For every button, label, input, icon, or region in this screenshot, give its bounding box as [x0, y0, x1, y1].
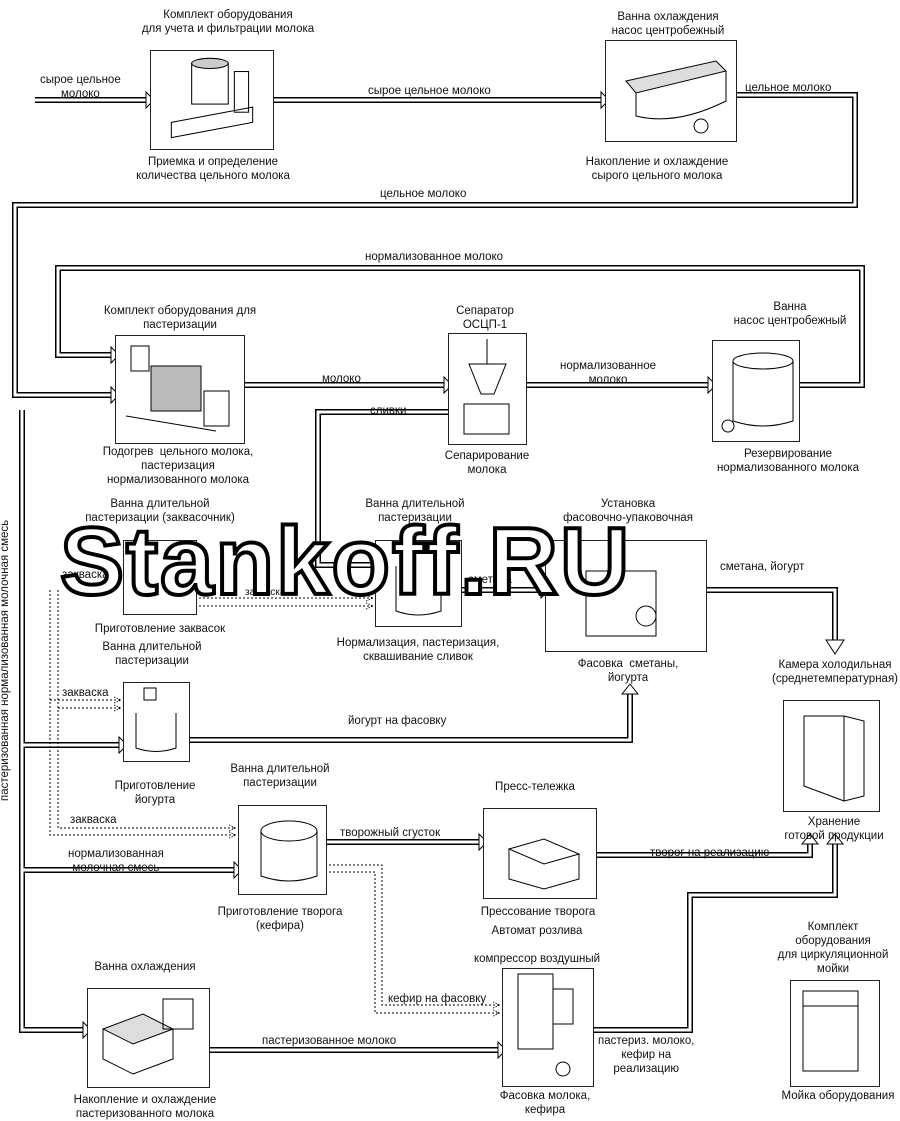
station-caption: Резервирование нормализованного молока: [716, 448, 860, 474]
flow-label: пастеризованное молоко: [262, 1035, 397, 1047]
starter-bath-image: [123, 540, 197, 615]
press-cart-image: [483, 808, 597, 899]
flow-label: кефир на фасовку: [388, 993, 487, 1005]
flow-label: йогурт на фасовку: [348, 715, 447, 727]
station-title: Установка фасовочно-упаковочная: [563, 498, 693, 524]
filling-machine-image: [502, 968, 594, 1087]
station-title: Комплект оборудования для пастеризации: [103, 305, 257, 331]
flow-label: закваска: [70, 814, 117, 826]
flow-label: нормализованное молоко: [560, 360, 656, 386]
station-caption: Приготовление йогурта: [114, 780, 196, 806]
cold-storage-image: [783, 700, 880, 812]
flow-label: закваска: [62, 687, 109, 699]
station-title: Ванна насос центробежный: [733, 301, 847, 327]
flow-label: закваска: [62, 569, 109, 581]
flow-label: нормализованное молоко: [365, 251, 504, 263]
separator-image: [448, 333, 527, 445]
flow-label: сырое цельное молоко: [368, 85, 491, 97]
station-caption: Подогрев цельного молока, пастеризация н…: [102, 446, 254, 486]
station-caption: Фасовка сметаны, йогурта: [577, 658, 679, 684]
flow-label: молоко: [322, 373, 361, 385]
station-title: Комплект оборудования для циркуляционной…: [777, 921, 889, 975]
flow-label: творожный сгусток: [340, 827, 441, 839]
flow-label: пастериз. молоко, кефир на реализацию: [598, 1035, 695, 1075]
watermark-logo: Stankoff.RU: [58, 508, 632, 615]
reserve-bath-image: [712, 340, 800, 442]
station-title: Ванна охлаждения насос центробежный: [611, 11, 725, 37]
station-caption: Приготовление заквасок: [94, 623, 226, 635]
station-caption: Накопление и охлаждение пастеризованного…: [73, 1094, 217, 1120]
milk-intake-equipment-image: [150, 50, 274, 150]
cooling-bath-2-image: [87, 988, 210, 1088]
flow-label: нормализованная молочная смесь: [68, 848, 164, 874]
flow-label: закваска: [245, 587, 286, 598]
flow-label: сметана: [468, 574, 512, 586]
cip-washing-image: [790, 980, 880, 1087]
flow-label: сметана, йогурт: [720, 561, 805, 573]
station-caption: Накопление и охлаждение сырого цельного …: [585, 156, 729, 182]
flow-label: цельное молоко: [745, 82, 832, 94]
station-title: Автомат розлива компрессор воздушный: [473, 925, 601, 965]
yogurt-bath-image: [123, 682, 190, 762]
pasteurization-kit-image: [115, 335, 245, 444]
flow-label: сырое цельное молоко: [40, 74, 121, 100]
station-title: Ванна длительной пастеризации: [230, 763, 330, 789]
station-caption: Приготовление творога (кефира): [217, 906, 343, 932]
side-flow-label: пастеризованная нормализованная молочная…: [0, 519, 11, 801]
station-caption: Сепарирование молока: [444, 450, 530, 476]
station-title: Ванна длительной пастеризации: [102, 641, 202, 667]
station-title: Комплект оборудования для учета и фильтр…: [141, 9, 315, 35]
station-caption: Мойка оборудования: [781, 1090, 895, 1102]
station-caption: Нормализация, пастеризация, сквашивание …: [336, 637, 500, 663]
station-title: Сепаратор ОСЦП-1: [456, 305, 514, 331]
station-caption: Прессование творога: [480, 906, 596, 918]
station-title: Пресс-тележка: [495, 781, 575, 793]
station-title: Ванна длительной пастеризации (заквасочн…: [85, 498, 235, 524]
flow-label: творог на реализацию: [650, 847, 770, 859]
normalization-bath-image: [375, 540, 462, 627]
station-title: Ванна охлаждения: [94, 961, 196, 973]
station-caption: Хранение готовой продукции: [784, 816, 884, 842]
flow-label: сливки: [370, 405, 407, 417]
station-caption: Фасовка молока, кефира: [499, 1090, 591, 1116]
station-caption: Приемка и определение количества цельног…: [136, 156, 290, 182]
station-caption: Камера холодильная (среднетемпературная): [771, 659, 899, 685]
flow-label: цельное молоко: [380, 188, 467, 200]
packaging-machine-image: [545, 540, 707, 652]
station-title: Ванна длительной пастеризации: [365, 498, 465, 524]
cooling-bath-image: [605, 40, 737, 142]
curd-bath-image: [238, 805, 327, 895]
